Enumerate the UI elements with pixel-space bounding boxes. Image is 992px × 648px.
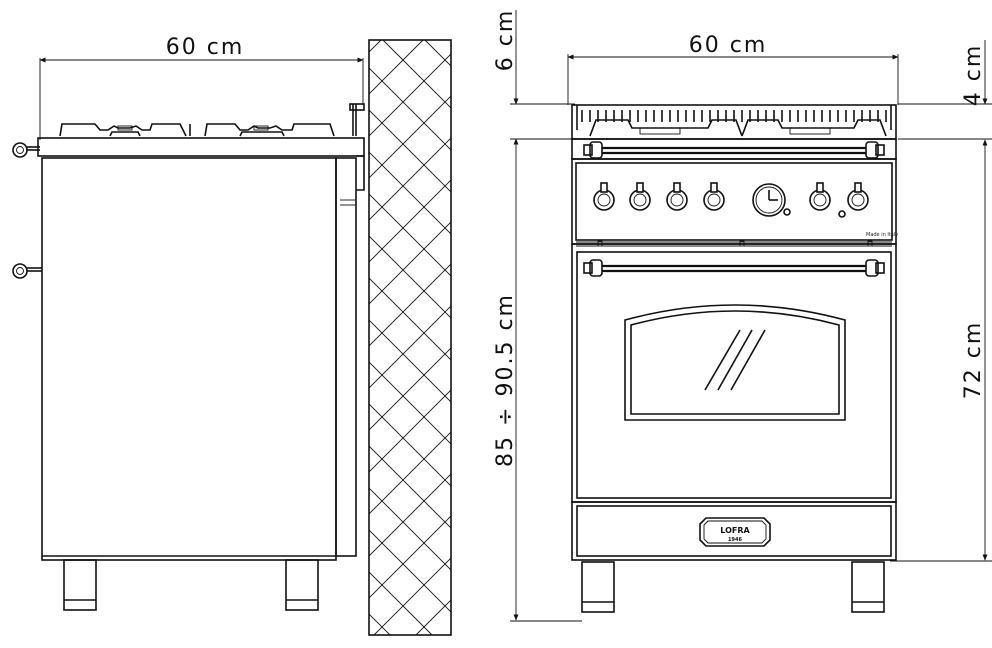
side-knob-top [12, 142, 40, 158]
side-body [41, 157, 337, 561]
control-knob [809, 182, 831, 211]
timer-clock [752, 183, 791, 217]
control-knob [703, 182, 725, 211]
body-height-label: 72 cm [961, 321, 986, 400]
backsplash-label: 6 cm [493, 9, 518, 72]
front-view: 60 cm 6 cm 85 ÷ 90.5 cm 4 cm 72 cm [493, 9, 992, 622]
wall [368, 39, 452, 636]
front-feet [581, 561, 885, 613]
control-knob [666, 182, 688, 211]
control-panel: Made in Italy [571, 158, 898, 247]
top-dimension: 4 cm [898, 40, 992, 190]
top-rail [571, 138, 897, 160]
body-height-dimension: 72 cm [890, 138, 992, 562]
svg-text:LOFRA: LOFRA [720, 526, 750, 535]
side-width-label: 60 cm [166, 35, 245, 60]
side-width-dimension: 60 cm [39, 35, 364, 140]
side-feet [63, 559, 319, 611]
front-width-label: 60 cm [689, 33, 768, 58]
height-range-label: 85 ÷ 90.5 cm [493, 293, 518, 467]
brand-logo: LOFRA 1946 [699, 517, 771, 547]
side-knob-lower [12, 263, 42, 279]
oven-door [571, 243, 897, 503]
control-knob [847, 182, 869, 211]
side-burners [59, 103, 365, 137]
indicator-light [838, 210, 846, 218]
control-knob [593, 182, 615, 211]
side-top-plate [37, 137, 365, 157]
side-view: 60 cm [12, 35, 452, 636]
top-label: 4 cm [961, 44, 986, 107]
oven-window [624, 304, 846, 421]
made-in-italy-text: Made in Italy [866, 232, 898, 238]
svg-text:1946: 1946 [728, 537, 742, 543]
height-range-dimension: 85 ÷ 90.5 cm [493, 138, 582, 622]
control-knob [629, 182, 651, 211]
bottom-drawer: LOFRA 1946 [571, 501, 897, 561]
front-grates [571, 104, 897, 140]
front-width-dimension: 60 cm [567, 33, 899, 105]
backsplash-dimension: 6 cm [493, 9, 575, 105]
